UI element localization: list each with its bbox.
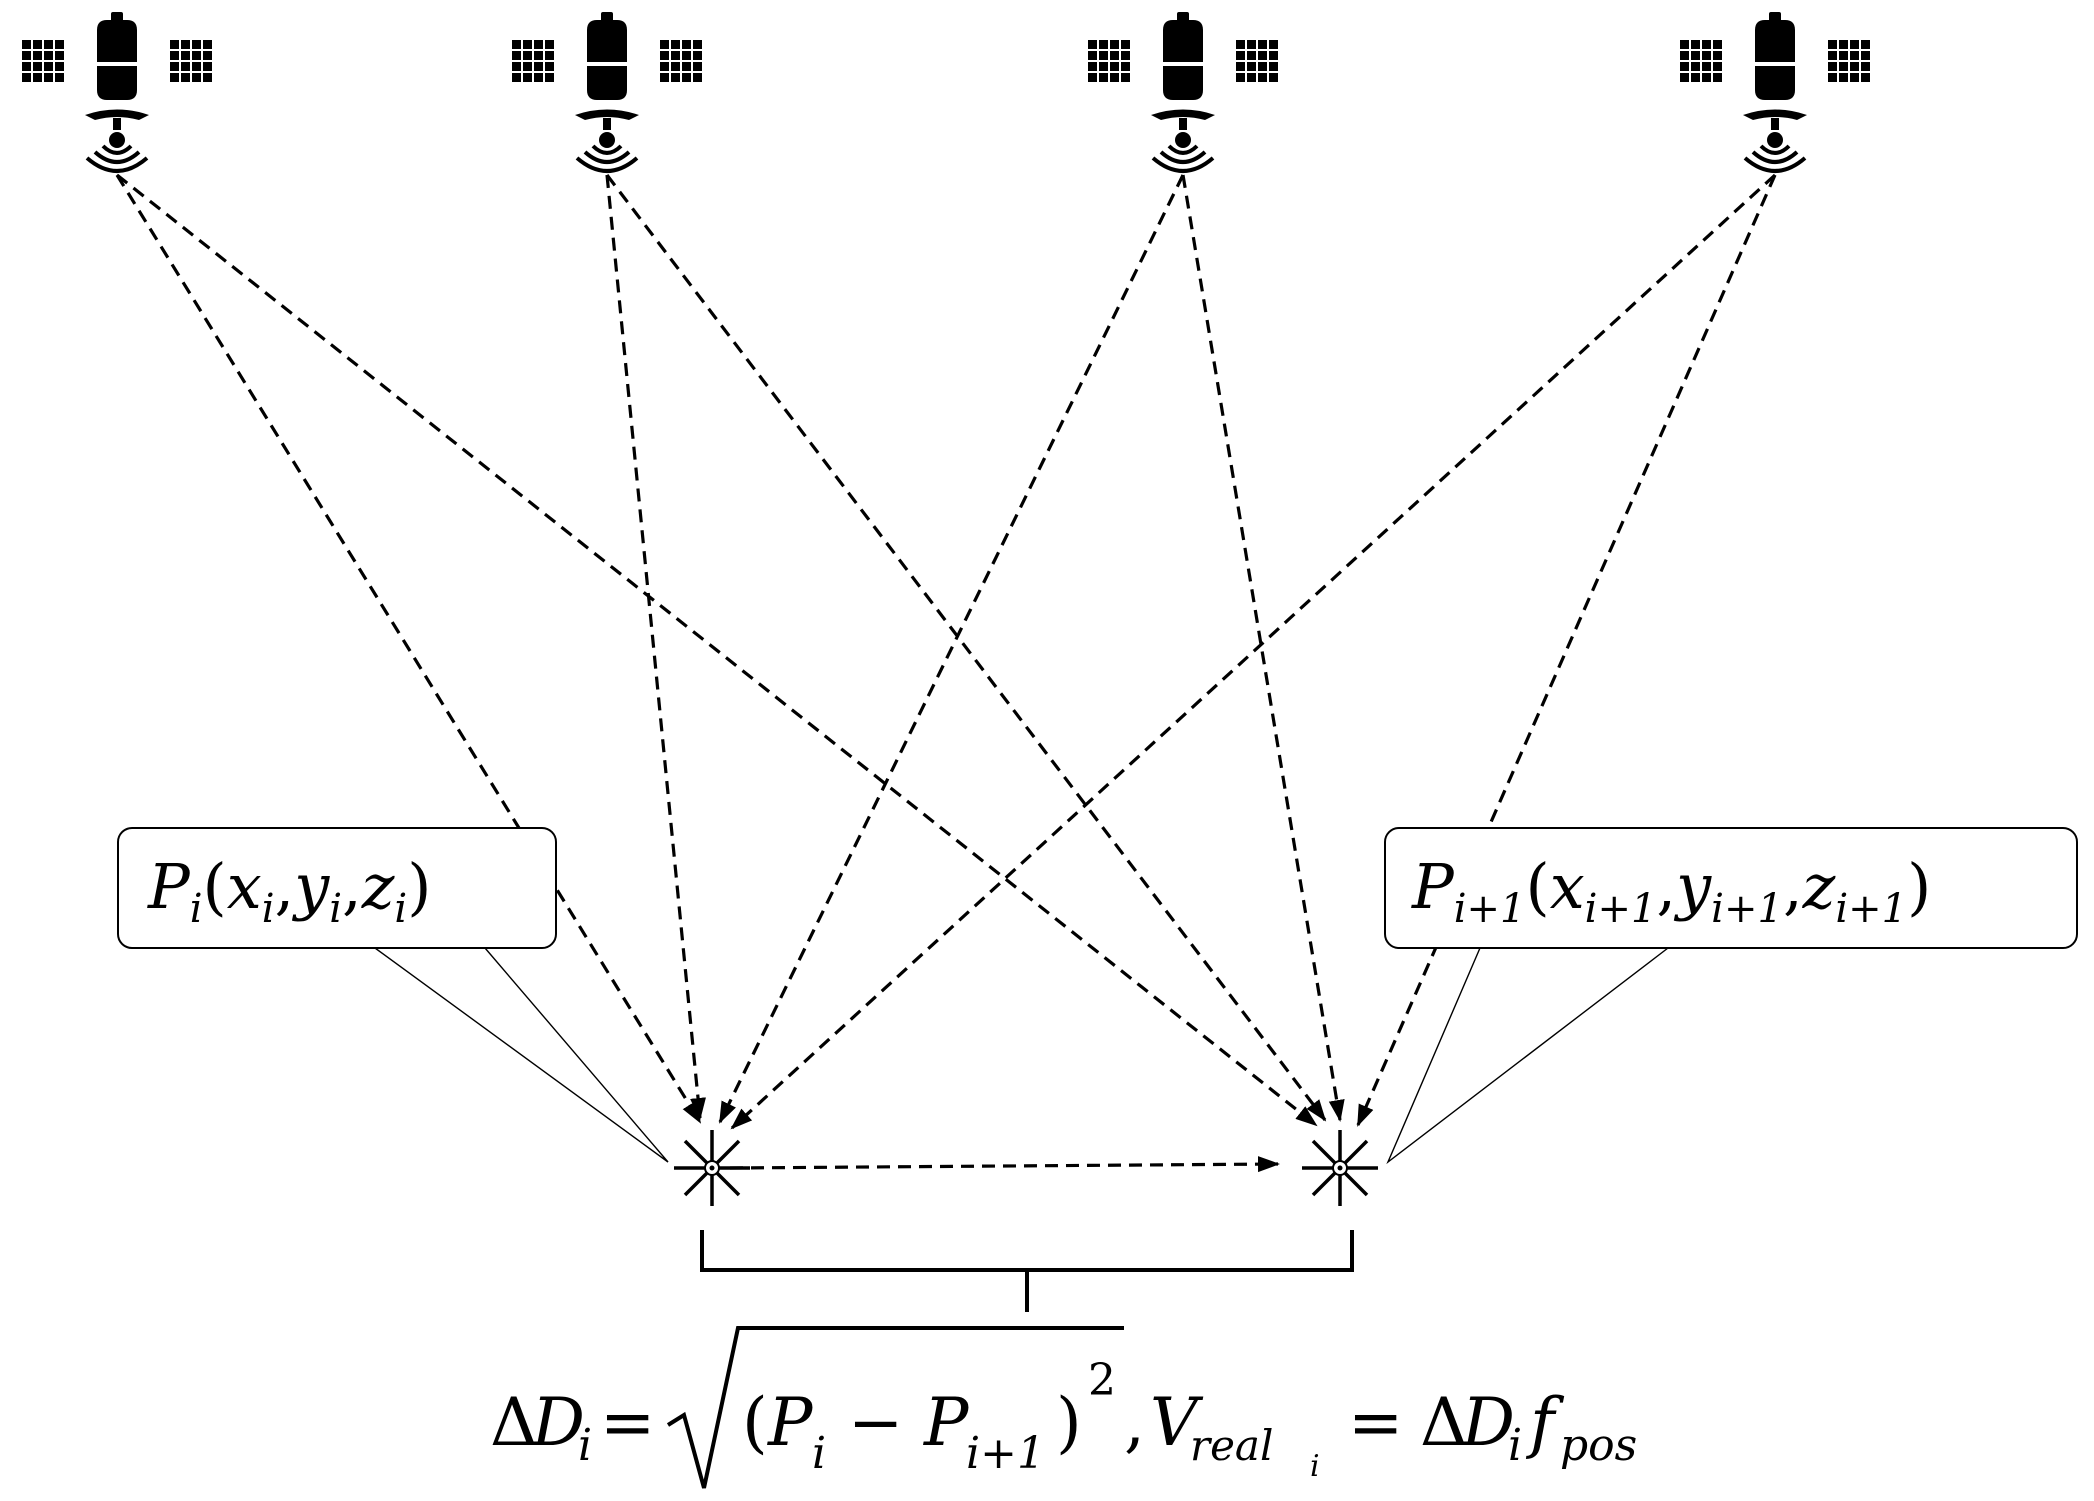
svg-text:=: = [1348, 1384, 1403, 1461]
signal-lines-to-point-i-plus-1 [116, 173, 1777, 1127]
satellite-3-icon [1086, 10, 1280, 173]
svg-text:): ) [1056, 1384, 1082, 1461]
svg-text:P: P [767, 1384, 814, 1461]
svg-text:Pi+1(xi+1,yi+1,zi+1): Pi+1(xi+1,yi+1,zi+1) [1411, 850, 1931, 932]
svg-text:Δ: Δ [1420, 1384, 1468, 1461]
svg-text:Δ: Δ [490, 1384, 538, 1461]
svg-text:,: , [1124, 1384, 1145, 1461]
svg-text:Pi(xi,yi,zi): Pi(xi,yi,zi) [147, 850, 431, 932]
svg-text:V: V [1150, 1384, 1204, 1461]
svg-text:i: i [1310, 1449, 1320, 1484]
svg-text:pos: pos [1560, 1420, 1637, 1471]
svg-text:(: ( [742, 1384, 768, 1461]
callout-point-i-plus-1: Pi+1(xi+1,yi+1,zi+1) [1384, 827, 2078, 949]
svg-text:=: = [600, 1384, 655, 1461]
svg-text:D: D [1461, 1384, 1515, 1461]
svg-text:i: i [578, 1420, 592, 1471]
satellite-4-icon [1678, 10, 1872, 173]
position-marker-i-icon [672, 1128, 752, 1208]
movement-arrow [729, 1156, 1280, 1173]
satellite-1-icon [20, 10, 214, 173]
svg-text:i: i [812, 1428, 826, 1479]
distance-bracket [700, 1230, 1354, 1312]
callout-pointers [374, 947, 1669, 1165]
callout-point-i: Pi(xi,yi,zi) [117, 827, 557, 949]
svg-text:i: i [1508, 1420, 1522, 1471]
svg-text:D: D [531, 1384, 585, 1461]
svg-text:i+1: i+1 [966, 1428, 1045, 1479]
satellite-2-icon [510, 10, 704, 173]
svg-text:f: f [1525, 1384, 1565, 1461]
velocity-formula: Δ D i = ( P i − P i+1 ) 2 , V real i = Δ… [490, 1326, 1637, 1489]
signal-lines-to-point-i [115, 173, 1777, 1130]
svg-text:−: − [848, 1384, 903, 1461]
svg-text:real: real [1190, 1421, 1273, 1470]
svg-text:P: P [923, 1384, 970, 1461]
svg-text:2: 2 [1088, 1355, 1116, 1406]
position-marker-i-plus-1-icon [1300, 1128, 1380, 1208]
